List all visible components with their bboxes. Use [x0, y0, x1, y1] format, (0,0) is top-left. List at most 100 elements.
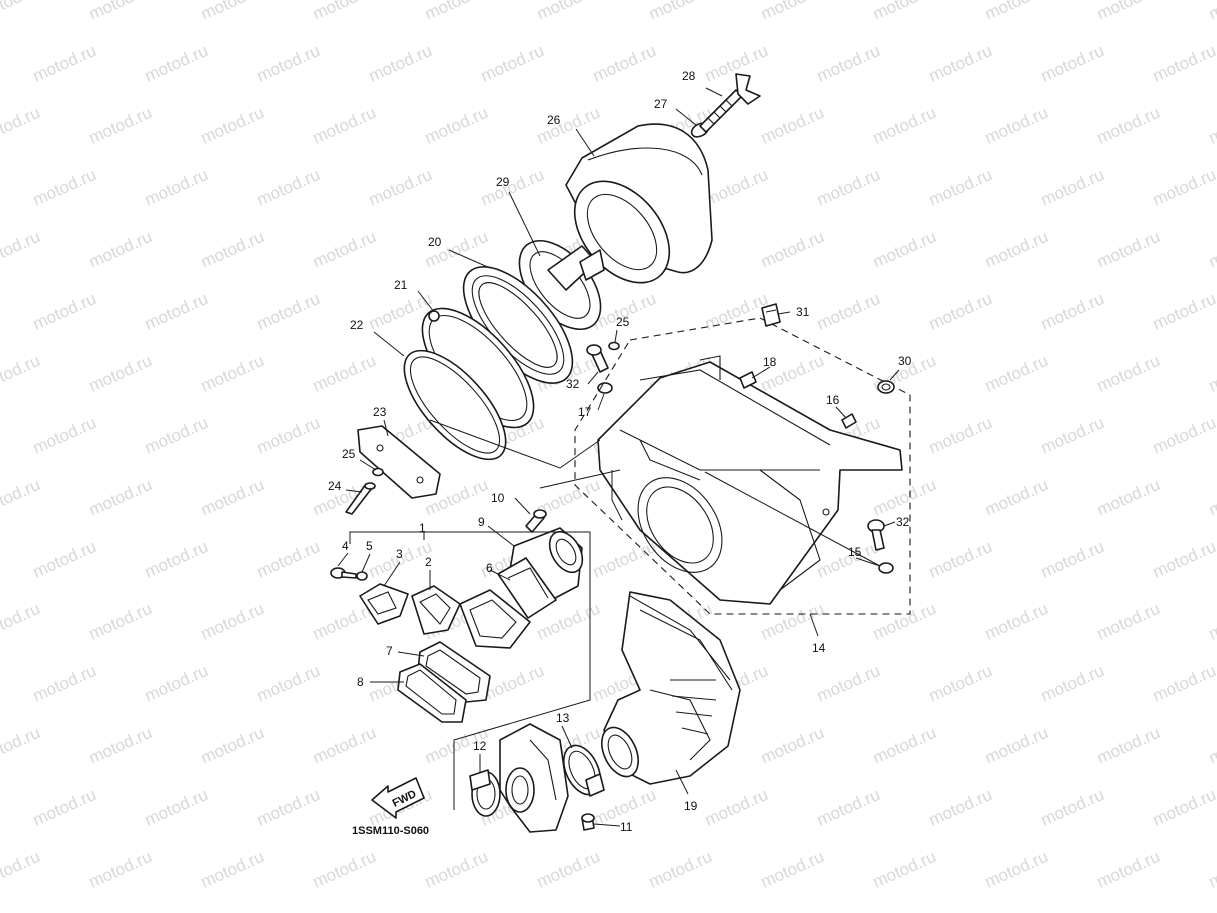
- watermark-text-13: motod.ru: [30, 41, 99, 86]
- callout-28: 28: [682, 69, 696, 83]
- watermark-text-25: motod.ru: [86, 103, 155, 148]
- part-12-clamp[interactable]: [469, 769, 501, 817]
- part-32-bolt-a[interactable]: [586, 344, 609, 373]
- watermark-text-85: motod.ru: [30, 413, 99, 458]
- watermark-text-63: motod.ru: [254, 289, 323, 334]
- part-31-clip[interactable]: [761, 303, 781, 327]
- callout-27: 27: [654, 97, 668, 111]
- part-22-seal[interactable]: [387, 334, 523, 475]
- watermark-text-21: motod.ru: [926, 41, 995, 86]
- callout-1: 1: [419, 521, 426, 535]
- watermark-text-69: motod.ru: [926, 289, 995, 334]
- watermark-text-153: motod.ru: [982, 723, 1051, 768]
- callout-23: 23: [373, 405, 387, 419]
- part-17-collar[interactable]: [597, 382, 613, 394]
- callout-6: 6: [486, 561, 493, 575]
- part-4-screw[interactable]: [330, 567, 357, 579]
- watermark-text-104: motod.ru: [870, 475, 939, 520]
- watermark-text-5: motod.ru: [534, 0, 603, 24]
- part-19-intake-boot[interactable]: [595, 591, 741, 785]
- watermark-text-10: motod.ru: [1094, 0, 1163, 24]
- watermark-text-99: motod.ru: [310, 475, 379, 520]
- watermark-text-164: motod.ru: [814, 785, 883, 830]
- part-25-washer-b[interactable]: [608, 341, 620, 351]
- callouts: 1 2 3 4 5 6 7 8 9 10 11 12 13 14 15 16 1…: [328, 69, 912, 834]
- watermark-text-7: motod.ru: [758, 0, 827, 24]
- watermark-text-59: motod.ru: [1206, 227, 1217, 272]
- watermark-text-43: motod.ru: [702, 165, 771, 210]
- watermark-text-73: motod.ru: [86, 351, 155, 396]
- watermark-text-119: motod.ru: [1150, 537, 1217, 582]
- callout-26: 26: [547, 113, 561, 127]
- watermark-text-173: motod.ru: [534, 847, 603, 892]
- part-28-wing-bolt[interactable]: [699, 73, 761, 133]
- callout-10: 10: [491, 491, 505, 505]
- part-13-hose-clamp[interactable]: [557, 740, 608, 801]
- watermark-text-157: motod.ru: [30, 785, 99, 830]
- callout-13: 13: [556, 711, 570, 725]
- watermark-text-135: motod.ru: [254, 661, 323, 706]
- watermark-text-122: motod.ru: [198, 599, 267, 644]
- watermark-text-116: motod.ru: [814, 537, 883, 582]
- watermark-text-4: motod.ru: [422, 0, 491, 24]
- part-23-plate[interactable]: [357, 425, 441, 499]
- part-10-bolt[interactable]: [525, 509, 547, 533]
- part-18-clip[interactable]: [739, 371, 757, 389]
- watermark-text-94: motod.ru: [1038, 413, 1107, 458]
- watermark-text-127: motod.ru: [758, 599, 827, 644]
- part-1-reed-valve-assy[interactable]: [459, 589, 531, 649]
- part-14-air-filter-case[interactable]: [574, 317, 911, 615]
- part-5-washer[interactable]: [356, 571, 368, 581]
- diagram-code: 1SSM110-S060: [352, 825, 429, 837]
- watermark-text-50: motod.ru: [198, 227, 267, 272]
- watermark-text-98: motod.ru: [198, 475, 267, 520]
- part-24-rivet[interactable]: [345, 482, 376, 515]
- watermark-text-144: motod.ru: [0, 723, 43, 768]
- callout-7: 7: [386, 644, 393, 658]
- watermark-text-32: motod.ru: [870, 103, 939, 148]
- watermark-text-52: motod.ru: [422, 227, 491, 272]
- watermark-text-68: motod.ru: [814, 289, 883, 334]
- watermark-text-9: motod.ru: [982, 0, 1051, 24]
- watermark-text-83: motod.ru: [1206, 351, 1217, 396]
- callout-12: 12: [473, 739, 487, 753]
- part-30-nut[interactable]: [877, 380, 895, 394]
- watermark-text-82: motod.ru: [1094, 351, 1163, 396]
- callout-29: 29: [496, 175, 510, 189]
- part-15-collar[interactable]: [878, 562, 894, 574]
- watermark-text-41: motod.ru: [478, 165, 547, 210]
- watermark-text-23: motod.ru: [1150, 41, 1217, 86]
- callout-19: 19: [684, 799, 698, 813]
- watermark-text-56: motod.ru: [870, 227, 939, 272]
- watermark-text-145: motod.ru: [86, 723, 155, 768]
- part-6-reed-valve-block[interactable]: [497, 557, 557, 619]
- watermark-text-178: motod.ru: [1094, 847, 1163, 892]
- part-16-clip[interactable]: [841, 413, 857, 429]
- watermark-text-51: motod.ru: [310, 227, 379, 272]
- watermark-text-6: motod.ru: [646, 0, 715, 24]
- watermark-text-174: motod.ru: [646, 847, 715, 892]
- watermark-text-44: motod.ru: [814, 165, 883, 210]
- watermark-text-166: motod.ru: [1038, 785, 1107, 830]
- callout-20: 20: [428, 235, 442, 249]
- watermark-text-75: motod.ru: [310, 351, 379, 396]
- watermark-text-39: motod.ru: [254, 165, 323, 210]
- watermark-text-2: motod.ru: [198, 0, 267, 24]
- part-3-reed-valve[interactable]: [359, 583, 409, 625]
- watermark-text-163: motod.ru: [702, 785, 771, 830]
- watermark-text-1: motod.ru: [86, 0, 155, 24]
- watermark-text-110: motod.ru: [142, 537, 211, 582]
- watermark-text-106: motod.ru: [1094, 475, 1163, 520]
- watermark-text-179: motod.ru: [1206, 847, 1217, 892]
- watermark-text-11: motod.ru: [1206, 0, 1217, 24]
- watermark-text-151: motod.ru: [758, 723, 827, 768]
- watermark-text-147: motod.ru: [310, 723, 379, 768]
- callout-15: 15: [848, 545, 862, 559]
- part-11-screw[interactable]: [581, 813, 595, 831]
- watermark-text-117: motod.ru: [926, 537, 995, 582]
- watermark-text-134: motod.ru: [142, 661, 211, 706]
- watermark-text-31: motod.ru: [758, 103, 827, 148]
- watermark-text-55: motod.ru: [758, 227, 827, 272]
- part-8-gasket[interactable]: [397, 663, 467, 723]
- part-32-bolt-b[interactable]: [867, 519, 885, 551]
